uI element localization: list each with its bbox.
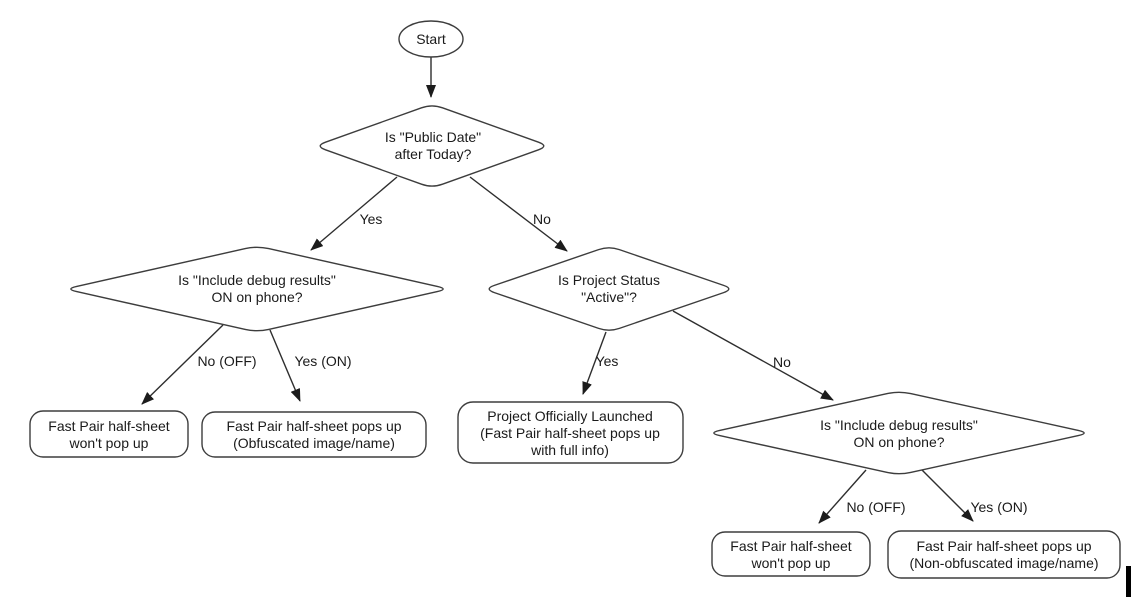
node-decision-debug-left: Is "Include debug results" ON on phone? bbox=[70, 246, 444, 332]
edge-labels: Yes No No (OFF) Yes (ON) Yes No No (OFF)… bbox=[197, 211, 1027, 515]
node-result-launched: Project Officially Launched (Fast Pair h… bbox=[457, 401, 684, 464]
edge-debug-right-no-off bbox=[818, 469, 867, 524]
edge-debug-left-yes-on bbox=[269, 329, 301, 402]
result-label-line2: won't pop up bbox=[751, 555, 831, 571]
edge-status-yes bbox=[582, 331, 607, 395]
node-result-no-popup-left: Fast Pair half-sheet won't pop up bbox=[29, 410, 189, 458]
result-label-line2: (Non-obfuscated image/name) bbox=[909, 555, 1098, 571]
edge-label-yes: Yes bbox=[596, 353, 619, 369]
result-label-line1: Project Officially Launched bbox=[487, 408, 653, 424]
edge-label-yes-on: Yes (ON) bbox=[294, 353, 351, 369]
edge-label-no-off: No (OFF) bbox=[846, 499, 905, 515]
node-start: Start bbox=[398, 20, 464, 58]
decision-label-line2: ON on phone? bbox=[211, 289, 302, 305]
edge-label-yes-on: Yes (ON) bbox=[970, 499, 1027, 515]
node-result-no-popup-right: Fast Pair half-sheet won't pop up bbox=[711, 531, 871, 577]
result-label-line1: Fast Pair half-sheet pops up bbox=[916, 538, 1091, 554]
result-label-line2: (Fast Pair half-sheet pops up bbox=[480, 425, 660, 441]
node-decision-debug-right: Is "Include debug results" ON on phone? bbox=[713, 391, 1085, 475]
edge-debug-right-yes-on bbox=[921, 469, 974, 522]
result-box bbox=[887, 530, 1121, 579]
text-cursor-artifact bbox=[1126, 566, 1131, 597]
result-box bbox=[201, 411, 427, 458]
result-label-line1: Fast Pair half-sheet bbox=[730, 538, 851, 554]
decision-diamond bbox=[713, 391, 1085, 475]
decision-label-line2: ON on phone? bbox=[853, 434, 944, 450]
decision-diamond bbox=[70, 246, 444, 332]
node-result-obfuscated: Fast Pair half-sheet pops up (Obfuscated… bbox=[201, 411, 427, 458]
edge-label-yes: Yes bbox=[360, 211, 383, 227]
node-decision-project-status: Is Project Status "Active"? bbox=[488, 247, 730, 331]
start-label: Start bbox=[416, 31, 446, 47]
start-ellipse bbox=[398, 20, 464, 58]
result-label-line3: with full info) bbox=[530, 442, 609, 458]
decision-label-line1: Is "Include debug results" bbox=[820, 417, 978, 433]
decision-label-line2: "Active"? bbox=[581, 289, 637, 305]
edge-public-date-no bbox=[469, 176, 568, 252]
edges bbox=[141, 57, 974, 524]
decision-diamond bbox=[488, 247, 730, 331]
decision-label-line2: after Today? bbox=[395, 146, 472, 162]
decision-diamond bbox=[319, 105, 545, 187]
node-decision-public-date: Is "Public Date" after Today? bbox=[319, 105, 545, 187]
result-label-line1: Fast Pair half-sheet bbox=[48, 418, 169, 434]
result-label-line2: won't pop up bbox=[69, 435, 149, 451]
result-label-line2: (Obfuscated image/name) bbox=[233, 435, 395, 451]
edge-label-no: No bbox=[773, 354, 791, 370]
result-box bbox=[457, 401, 684, 464]
edge-status-no bbox=[672, 310, 834, 401]
result-box bbox=[29, 410, 189, 458]
decision-label-line1: Is Project Status bbox=[558, 272, 660, 288]
edge-label-no-off: No (OFF) bbox=[197, 353, 256, 369]
edge-label-no: No bbox=[533, 211, 551, 227]
result-label-line1: Fast Pair half-sheet pops up bbox=[226, 418, 401, 434]
decision-label-line1: Is "Public Date" bbox=[385, 129, 481, 145]
edge-debug-left-no-off bbox=[141, 324, 224, 405]
result-box bbox=[711, 531, 871, 577]
node-result-non-obfuscated: Fast Pair half-sheet pops up (Non-obfusc… bbox=[887, 530, 1121, 579]
edge-public-date-yes bbox=[310, 176, 398, 251]
decision-label-line1: Is "Include debug results" bbox=[178, 272, 336, 288]
